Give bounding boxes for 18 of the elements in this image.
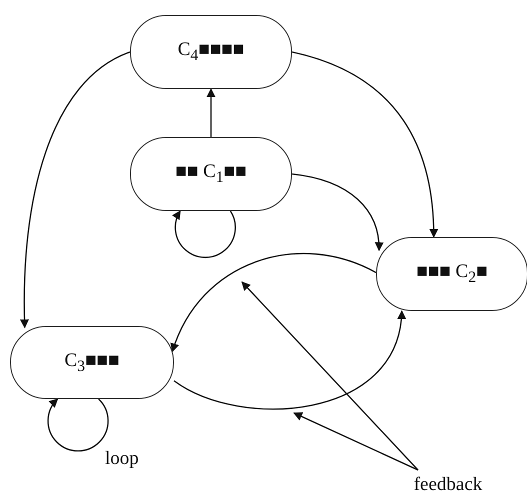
- leader-line: [293, 412, 418, 471]
- leader-line: [241, 281, 418, 470]
- arrow: [292, 173, 384, 252]
- state-node: [10, 326, 174, 399]
- state-label: ■■ C$_{1}$■■: [175, 161, 247, 187]
- self-loop-arrow: [172, 210, 236, 258]
- state-label: ■■■ C$_{2}$■: [416, 261, 488, 287]
- arrow: [206, 88, 216, 137]
- state-label: C$_{4}$■■■■: [178, 39, 244, 65]
- arrow: [171, 253, 376, 352]
- edge-label: loop: [105, 448, 139, 470]
- state-node: [376, 237, 527, 311]
- arrow: [20, 51, 130, 328]
- self-loop-arrow: [47, 398, 109, 452]
- arrow: [292, 51, 438, 238]
- state-label: C$_{3}$■■■: [64, 350, 120, 376]
- annotation-text: feedback: [414, 474, 482, 496]
- arrow: [174, 310, 406, 410]
